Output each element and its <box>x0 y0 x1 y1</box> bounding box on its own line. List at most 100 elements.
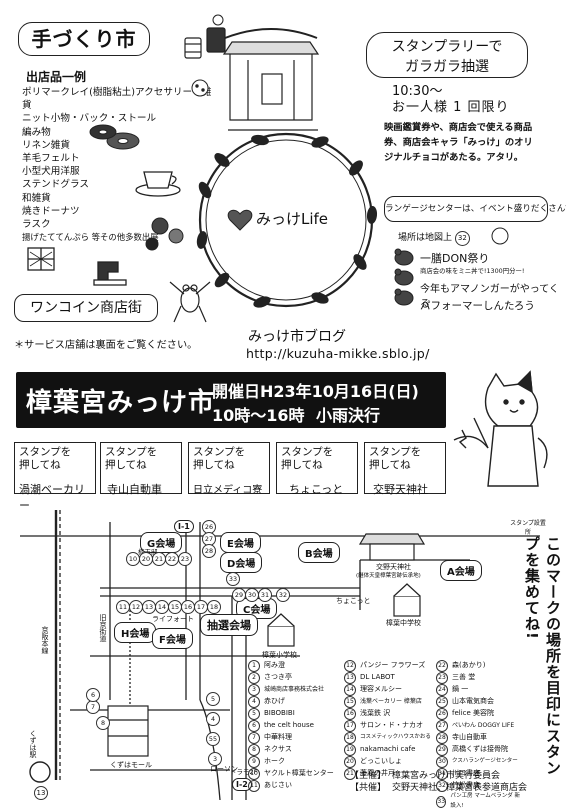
blog-url[interactable]: http://kuzuha-mikke.sblo.jp/ <box>246 346 430 361</box>
stamp-shop-name: ちょこっと <box>289 483 344 496</box>
legend-shop-name: ホーク <box>264 757 285 766</box>
legend-shop-name: 森(あかり) <box>452 661 486 670</box>
venue-f: F会場 <box>152 628 193 649</box>
legend-shop-name: BIBOBIBI <box>264 709 295 718</box>
list-item: 小型犬用洋服 <box>22 166 80 178</box>
map-reference-number: 32 <box>454 231 470 246</box>
legend-number: 6 <box>248 720 260 732</box>
mall-label: くずはモール <box>110 761 152 769</box>
venue-a: A会場 <box>440 560 482 581</box>
coffee-cup-icon <box>135 171 181 197</box>
legend-shop-name: 浅葉ベーカリー 樟葉店 <box>360 698 422 706</box>
stamp-rally-title-box: スタンプラリーで ガラガラ抽選 <box>366 32 528 78</box>
list-item: ニット小物・バック・ストール <box>22 113 157 125</box>
map-marker: 32 <box>276 588 290 602</box>
legend-number: 2 <box>248 672 260 684</box>
stamp-box-4: スタンプを押してね ちょこっと <box>276 442 358 496</box>
legend-number: 25 <box>436 696 448 708</box>
map-marker: 12 <box>129 600 143 614</box>
banner-time: 10時～16時 <box>212 406 305 425</box>
map-marker: 4 <box>206 712 220 726</box>
legend-number: 17 <box>344 720 356 732</box>
map-marker: 6 <box>86 688 100 702</box>
legend-shop-name: 阿み澄 <box>264 661 285 670</box>
venue-g: G会場 <box>140 532 183 553</box>
legend-number: 30 <box>436 756 448 768</box>
banner-rain: 小雨決行 <box>316 406 381 425</box>
list-item: 羊毛フェルト <box>22 153 80 165</box>
legend-shop-name: DL LABOT <box>360 673 395 682</box>
legend-number: 18 <box>344 732 356 744</box>
mall-icon <box>107 705 149 757</box>
stamp-prompt: スタンプを押してね <box>105 446 158 471</box>
handmade-item-list: ポリマークレイ(樹脂粘土)アクセサリー・雑貨 ニット小物・バック・ストール 編み… <box>22 86 212 244</box>
map-marker: 20 <box>139 552 153 566</box>
legend-row: 30 クスハランゲージセンター <box>436 756 520 768</box>
map-marker: 11 <box>116 600 130 614</box>
craft-illustrations <box>27 14 509 323</box>
stamp-shop-name: 渦潮ベーカリー <box>19 483 85 512</box>
area-map <box>20 510 540 800</box>
blog-label: みっけ市ブログ <box>248 329 346 345</box>
lifort-label: ライフォート <box>152 615 194 623</box>
list-item: 揚げたててんぷら 等その他多数出展 <box>22 232 159 243</box>
sewing-machine-icon <box>93 261 127 286</box>
event-2: 今年もアマノンガーがやってくる <box>420 284 559 310</box>
gift-box-icon <box>27 247 55 271</box>
coin-shop-title: ワンコイン商店街 <box>30 300 142 316</box>
stamp-shop-name: 交野天神社 <box>373 483 428 496</box>
dorumo-label: ドラモ2F <box>230 768 258 776</box>
map-marker: 14 <box>155 600 169 614</box>
station-label: くずは駅 <box>29 730 37 758</box>
mikke-life-logo: みっけLife <box>256 210 329 228</box>
legend-number: 12 <box>344 660 356 672</box>
stamp-rally-title-line1: スタンプラリーで <box>391 39 503 55</box>
handmade-subtitle: 出店品一例 <box>26 70 87 84</box>
old-road-label: 旧京街道 <box>99 614 107 642</box>
legend-shop-name: 竹松書店 <box>452 781 480 790</box>
language-center-text: ランゲージセンターは、イベント盛りだくさんです。 <box>385 204 566 214</box>
stamp-box-5: スタンプを押してね 交野天神社 <box>364 442 446 496</box>
legend-number: 33 <box>436 795 447 808</box>
stamp-prompt: スタンプを押してね <box>369 446 422 471</box>
legend-shop-name: クスハランゲージセンター <box>452 758 518 765</box>
list-item: 和雑貨 <box>22 192 51 204</box>
button-icon <box>191 79 209 97</box>
list-item: リネン雑貨 <box>22 139 70 151</box>
list-item: ステンドグラス <box>22 179 89 191</box>
donut-icon <box>89 124 140 150</box>
venue-d: D会場 <box>220 552 263 573</box>
map-marker: 8 <box>96 716 110 730</box>
stamp-spot-note: スタンプ設置所 <box>510 520 546 536</box>
footer-host-label: 【主催】 <box>350 771 387 781</box>
legend-number: 20 <box>344 756 356 768</box>
legend-number: 10 <box>248 768 260 780</box>
footer-cohost: 【共催】交野天神社、樟葉宮表参道商店会 <box>350 782 527 794</box>
legend-number: 14 <box>344 684 356 696</box>
mouse-icon <box>394 248 414 306</box>
heart-icon <box>227 209 253 231</box>
legend-number: 27 <box>436 720 448 732</box>
legend-shop-name: パンジー フラワーズ <box>360 661 426 670</box>
leaf-decorations <box>196 134 378 308</box>
list-item: 編み物 <box>22 126 51 138</box>
school-label-1: 樟葉小学校 <box>262 651 297 659</box>
map-marker: 22 <box>165 552 179 566</box>
shrine-illustration <box>222 28 320 131</box>
map-marker: 13 <box>34 786 48 800</box>
